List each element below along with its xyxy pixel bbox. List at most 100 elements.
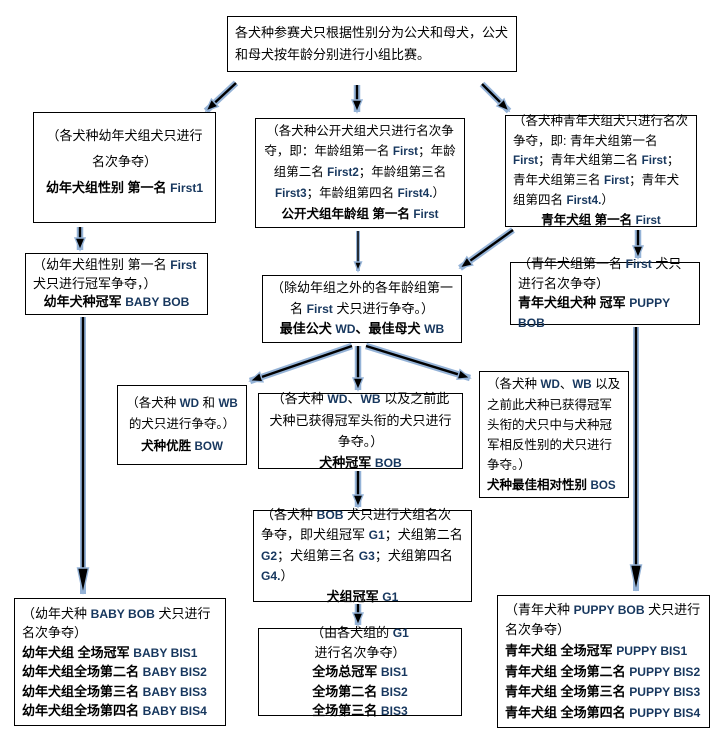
award-code: WD bbox=[335, 322, 356, 337]
award-line: 幼年犬组 全场冠军 BABY BIS1 bbox=[22, 644, 198, 660]
description-line: （除幼年组之外的各年龄组第一名 First 犬只进行争夺。） bbox=[270, 279, 453, 316]
award-line: 青年犬组 全场第四名 PUPPY BIS4 bbox=[505, 704, 701, 720]
description-line: （青年犬种 PUPPY BOB 犬只进行名次争夺） bbox=[505, 601, 701, 638]
flow-node-puppy-bob: （青年犬组第一名 First 犬只进行名次争夺） 青年犬组犬种 冠军 PUPPY … bbox=[510, 256, 700, 330]
award-code: First bbox=[635, 213, 661, 227]
award-line: 青年犬组 全场第三名 PUPPY BIS3 bbox=[505, 684, 701, 700]
arrowhead bbox=[350, 99, 364, 114]
arrow-top-to-baby-first bbox=[203, 80, 239, 114]
arrow-top-to-puppy-first bbox=[479, 81, 512, 114]
award-line: 青年犬组犬种 冠军 PUPPY BOB bbox=[518, 295, 670, 331]
flow-node-baby-group-first: （各犬种幼年犬组犬只进行名次争夺） 幼年犬组性别 第一名 First1 bbox=[33, 112, 216, 223]
flow-node-intro: 各犬种参赛犬只根据性别分为公犬和母犬，公犬和母犬按年龄分别进行小组比赛。 bbox=[227, 16, 517, 72]
description-line: （由各犬组的 G1 进行名次争夺） bbox=[311, 625, 409, 660]
flow-node-puppy-group-first: （各犬种青年犬组犬只进行名次争夺，即: 青年犬组第一名 First；青年犬组第二… bbox=[505, 114, 697, 227]
award-code: WD bbox=[327, 391, 348, 406]
award-code: First bbox=[513, 154, 539, 168]
award-code: First3 bbox=[275, 187, 307, 201]
arrow-wd-wb-to-bos bbox=[365, 342, 472, 382]
award-code: First1 bbox=[170, 181, 204, 195]
award-code: WD bbox=[179, 397, 200, 411]
award-line: 全场总冠军 BIS1 bbox=[312, 664, 408, 680]
flow-node-puppy-best-in-show: （青年犬种 PUPPY BOB 犬只进行名次争夺） 青年犬组 全场冠军 PUPPY… bbox=[497, 595, 710, 728]
award-code: G1 bbox=[382, 589, 399, 604]
arrowhead bbox=[76, 567, 90, 595]
award-code: PUPPY BIS4 bbox=[629, 705, 701, 720]
arrow-bob-to-g1 bbox=[351, 471, 365, 509]
award-line: 幼年犬种冠军 BABY BOB bbox=[43, 294, 190, 310]
description-line: （各犬种公开犬组犬只进行名次争夺，即：年龄组第一名 First；年龄组第二名 F… bbox=[264, 124, 456, 201]
arrowhead bbox=[629, 564, 643, 592]
award-code: G2 bbox=[261, 548, 278, 563]
award-code: BABY BOB bbox=[125, 295, 190, 310]
award-code: WB bbox=[360, 391, 381, 406]
award-line: 幼年犬组全场第二名 BABY BIS2 bbox=[22, 664, 207, 679]
flow-node-baby-best-in-show: （幼年犬种 BABY BOB 犬只进行名次争夺） 幼年犬组 全场冠军 BABY B… bbox=[14, 598, 226, 726]
award-code: First bbox=[413, 207, 439, 221]
award-code: WB bbox=[424, 322, 445, 337]
award-code: First bbox=[625, 257, 652, 272]
award-line: 青年犬组 第一名 First bbox=[541, 212, 661, 227]
flow-node-best-of-winners: （各犬种 WD 和 WB 的犬只进行争夺。） 犬种优胜 BOW bbox=[117, 385, 247, 465]
award-code: PUPPY BIS3 bbox=[629, 685, 701, 700]
award-code: First bbox=[641, 154, 667, 168]
flow-node-best-opposite-sex: （各犬种 WD、WB 以及之前此犬种已获得冠军头衔的犬只中与犬种冠军相反性别的犬… bbox=[479, 371, 629, 498]
description-line: （各犬种 WD、WB 以及之前此犬种已获得冠军头衔的犬只中与犬种冠军相反性别的犬… bbox=[487, 376, 621, 472]
arrow-wd-wb-to-bob bbox=[351, 346, 365, 392]
arrow-puppy-bob-to-puppy-bis bbox=[629, 327, 643, 592]
award-line: 公开犬组年龄组 第一名 First bbox=[281, 206, 439, 221]
award-line: 犬种冠军 BOB bbox=[319, 455, 402, 471]
award-code: First4. bbox=[566, 193, 602, 207]
arrowhead bbox=[73, 237, 87, 252]
arrowhead bbox=[204, 97, 220, 113]
description-line: （各犬种 WD 和 WB 的犬只进行争夺。） bbox=[126, 396, 238, 432]
description-line: （各犬种 BOB 犬只进行犬组名次争夺，即犬组冠军 G1；犬组第二名 G2；犬组… bbox=[261, 506, 463, 584]
arrow-baby-bob-to-baby-bis bbox=[76, 317, 90, 595]
description-line: （幼年犬种 BABY BOB 犬只进行名次争夺） bbox=[22, 605, 211, 641]
flow-node-group-first: （各犬种 BOB 犬只进行犬组名次争夺，即犬组冠军 G1；犬组第二名 G2；犬组… bbox=[253, 507, 472, 604]
award-line: 幼年犬组全场第三名 BABY BIS3 bbox=[22, 683, 207, 699]
award-code: WB bbox=[218, 397, 238, 411]
award-code: BOS bbox=[590, 478, 616, 492]
description-line: （各犬种幼年犬组犬只进行名次争夺） bbox=[46, 128, 203, 169]
arrow-baby-first-to-baby-bob bbox=[73, 227, 87, 252]
flow-node-best-in-show: （由各犬组的 G1 进行名次争夺） 全场总冠军 BIS1 全场第二名 BIS2 全场第… bbox=[258, 625, 462, 718]
award-code: First4. bbox=[397, 187, 433, 201]
award-code: First bbox=[306, 301, 333, 316]
award-code: BABY BIS2 bbox=[142, 665, 207, 679]
award-line: 青年犬组 全场冠军 PUPPY BIS1 bbox=[505, 642, 688, 658]
award-code: BIS1 bbox=[380, 665, 408, 680]
award-code: BOB bbox=[374, 456, 402, 471]
award-code: G3 bbox=[358, 548, 375, 563]
description-line: 各犬种参赛犬只根据性别分为公犬和母犬，公犬和母犬按年龄分别进行小组比赛。 bbox=[235, 24, 509, 62]
award-code: First bbox=[603, 174, 630, 187]
award-code: BIS3 bbox=[380, 704, 408, 719]
description-line: （青年犬组第一名 First 犬只进行名次争夺） bbox=[518, 256, 682, 291]
award-code: PUPPY BIS1 bbox=[616, 643, 688, 658]
award-code: First bbox=[170, 257, 197, 272]
arrow-wd-wb-to-bow bbox=[248, 342, 354, 385]
award-code: PUPPY BOB bbox=[573, 602, 645, 617]
award-code: First bbox=[392, 145, 419, 159]
award-code: BABY BOB bbox=[90, 606, 155, 621]
award-line: 全场第三名 BIS3 bbox=[312, 703, 408, 719]
award-line: 最佳公犬 WD、最佳母犬 WB bbox=[279, 321, 445, 337]
award-code: BABY BIS3 bbox=[142, 684, 207, 699]
description-line: （幼年犬组性别 第一名 First 犬只进行冠军争夺，） bbox=[33, 256, 197, 291]
award-code: PUPPY BIS2 bbox=[629, 664, 701, 679]
award-line: 全场第二名 BIS2 bbox=[312, 683, 408, 699]
arrow-puppy-first-to-wd-wb bbox=[458, 227, 515, 271]
award-code: WB bbox=[572, 377, 592, 391]
award-code: G1 bbox=[392, 626, 409, 641]
arrowhead bbox=[495, 97, 511, 113]
award-line: 犬组冠军 G1 bbox=[326, 588, 399, 604]
award-code: BOB bbox=[316, 507, 344, 522]
flow-node-best-of-breed: （各犬种 WD、WB 以及之前此犬种已获得冠军头衔的犬只进行争夺。）犬种冠军 B… bbox=[258, 391, 463, 470]
flow-node-open-group-first: （各犬种公开犬组犬只进行名次争夺，即：年龄组第一名 First；年龄组第二名 F… bbox=[255, 118, 465, 228]
award-line: 幼年犬组全场第四名 BABY BIS4 bbox=[22, 703, 207, 718]
award-code: BABY BIS4 bbox=[142, 704, 207, 718]
award-line: 幼年犬组性别 第一名 First1 bbox=[45, 180, 204, 195]
flow-node-baby-bob: （幼年犬组性别 第一名 First 犬只进行冠军争夺，） 幼年犬种冠军 BABY … bbox=[25, 253, 208, 315]
award-line: 犬种优胜 BOW bbox=[141, 438, 223, 453]
